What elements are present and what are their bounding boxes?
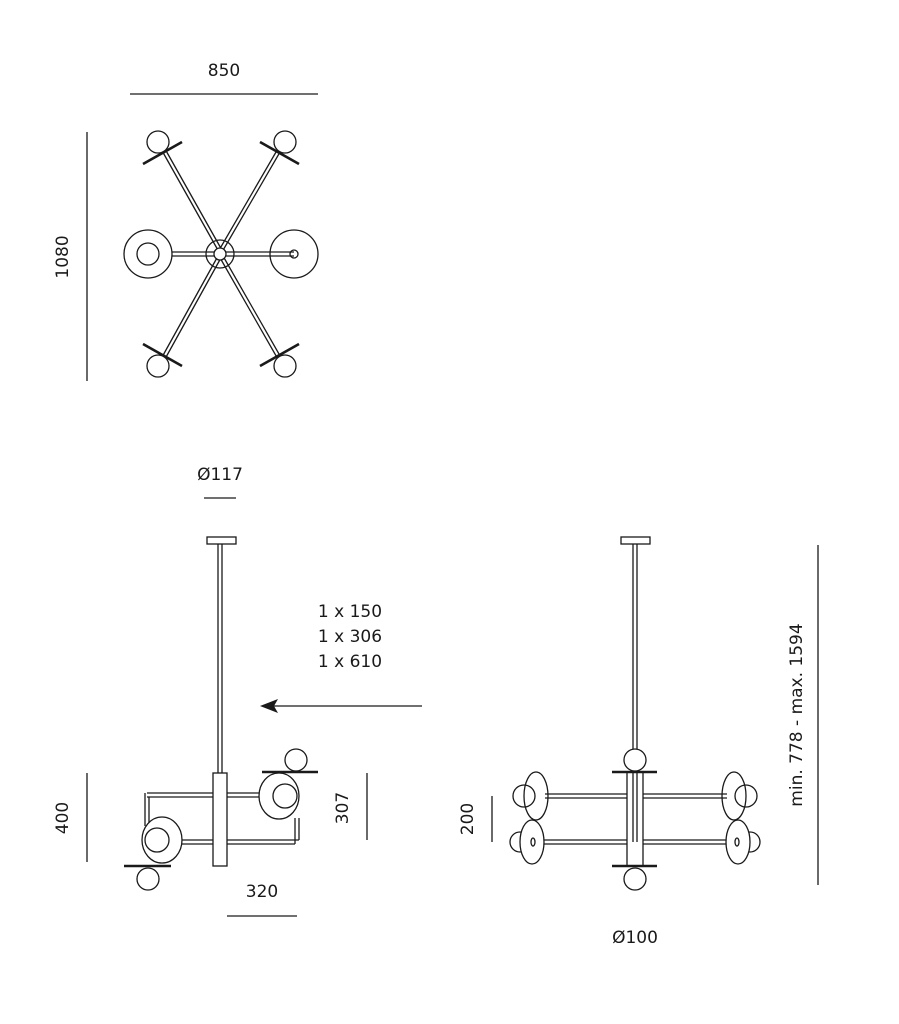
- arm-spacing-label: 200: [458, 803, 478, 835]
- side-view: Ø117 1 x 150 1 x 306 1 x 610 400 307 320: [53, 465, 422, 917]
- arrow-head-icon: [260, 699, 278, 713]
- rod-option-3: 1 x 610: [318, 652, 382, 672]
- rod-option-2: 1 x 306: [318, 627, 382, 647]
- total-height-label: min. 778 - max. 1594: [787, 623, 807, 806]
- rod-option-1: 1 x 150: [318, 602, 382, 622]
- top-view: 850 1080: [53, 61, 319, 381]
- dimension-width-label: 850: [208, 61, 240, 81]
- arm-offset-label: 307: [333, 792, 353, 824]
- width-label: 320: [246, 882, 278, 902]
- front-view: 200 Ø100 min. 778 - max. 1594: [458, 536, 819, 948]
- canopy-diameter-label: Ø117: [197, 465, 243, 485]
- height-label: 400: [53, 802, 73, 834]
- dimension-depth-label: 1080: [53, 235, 73, 278]
- arms: [155, 139, 294, 369]
- globe-diameter-label: Ø100: [612, 928, 658, 948]
